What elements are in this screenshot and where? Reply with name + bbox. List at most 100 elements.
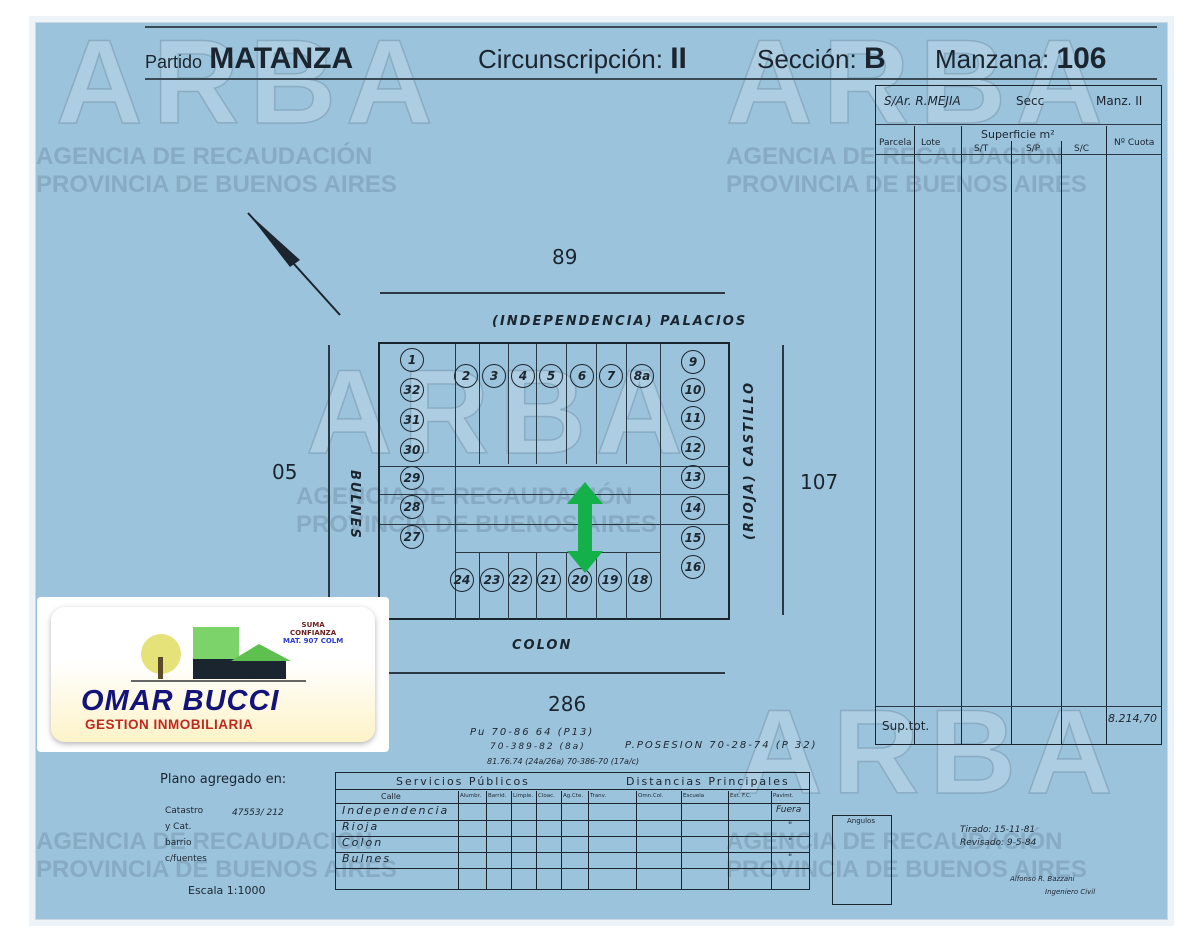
col-calle: Calle <box>381 792 401 801</box>
info-label: Catastro <box>165 806 204 816</box>
table-manz: Manz. II <box>1096 94 1143 108</box>
note: P.POSESION 70-28-74 (P 32) <box>625 740 818 751</box>
lot-number: 15 <box>681 526 705 550</box>
services-col-header: Ag.Cte. <box>563 793 584 799</box>
lot-number: 2 <box>454 364 478 388</box>
lot-number: 28 <box>400 495 424 519</box>
col-sp: S/P <box>1026 144 1041 154</box>
angles-title: Angulos <box>847 817 875 825</box>
lot-number: 13 <box>681 465 705 489</box>
services-col-header: Limpie. <box>513 793 534 799</box>
services-column-line <box>536 791 537 889</box>
lot-number: 31 <box>400 408 424 432</box>
info-label: barrio <box>165 838 192 848</box>
note: 70-389-82 (8a) <box>490 742 586 752</box>
lot-number: 9 <box>681 350 705 374</box>
lot-number: 30 <box>400 438 424 462</box>
neighbor-block-right: 107 <box>800 470 839 494</box>
header-circunscripcion: Circunscripción: II <box>478 42 687 75</box>
logo-slogan: CONFIANZA <box>290 629 337 637</box>
lot-number: 21 <box>537 568 561 592</box>
lot-number: 3 <box>482 364 506 388</box>
services-row-street: Rioja <box>342 820 380 833</box>
lot-number: 19 <box>598 568 622 592</box>
street-bottom: COLON <box>512 638 573 653</box>
services-col-header: Barrid. <box>488 793 507 799</box>
watermark-text: PROVINCIA DE BUENOS AIRES <box>726 856 1087 883</box>
services-col-header: Est. F.C. <box>730 793 752 799</box>
lot-number: 1 <box>400 348 424 372</box>
parcel-table: S/Ar. R.MEJIA Secc Manz. II Parcela Lote… <box>875 85 1162 745</box>
col-parcela: Parcela <box>879 138 912 148</box>
services-row-pavement: " <box>788 853 793 863</box>
services-column-line <box>681 791 682 889</box>
distances-title: Distancias Principales <box>626 775 790 788</box>
logo-slogan: SUMA <box>301 621 325 629</box>
table-secc: Secc <box>1016 94 1045 108</box>
neighbor-block-top: 89 <box>552 245 578 269</box>
note: 81.76.74 (24a/26a) 70-386-70 (17a/c) <box>487 757 640 766</box>
services-title: Servicios Públicos <box>396 775 530 788</box>
services-column-line <box>561 791 562 889</box>
neighbor-block-bottom: 286 <box>548 692 587 716</box>
logo-license: MAT. 907 COLM <box>283 637 344 645</box>
date-revised: Revisado: 9-5-84 <box>960 838 1037 848</box>
lot-number: 16 <box>681 555 705 579</box>
col-sc: S/C <box>1074 144 1090 154</box>
logo-house-tree-icon <box>131 627 306 682</box>
lot-number: 14 <box>681 496 705 520</box>
lot-number: 5 <box>539 364 563 388</box>
angles-box: Angulos <box>832 815 892 905</box>
services-col-header: Omn.Col. <box>638 793 664 799</box>
col-superficie: Superficie m² <box>981 128 1055 141</box>
services-row-pavement: " <box>788 821 793 831</box>
sup-tot-value: 8.214,70 <box>1108 712 1157 725</box>
watermark-text: AGENCIA DE RECAUDACIÓN <box>726 828 1063 855</box>
lot-number: 27 <box>400 525 424 549</box>
lot-number: 8a <box>630 364 654 388</box>
table-sa: S/Ar. R.MEJIA <box>884 94 961 108</box>
plano-agregado-label: Plano agregado en: <box>160 772 287 787</box>
lot-number: 32 <box>400 378 424 402</box>
col-st: S/T <box>974 144 989 154</box>
lot-number: 12 <box>681 436 705 460</box>
services-row-street: Independencia <box>342 804 450 817</box>
lot-number: 24 <box>450 568 474 592</box>
watermark-text: PROVINCIA DE BUENOS AIRES <box>36 856 397 883</box>
services-column-line <box>588 791 589 889</box>
services-col-header: Cloac. <box>538 793 555 799</box>
double-arrow-icon <box>567 482 603 573</box>
block-106 <box>378 342 730 620</box>
note: Pu 70-86 64 (P13) <box>470 727 595 738</box>
header-manzana: Manzana: 106 <box>935 42 1107 75</box>
surveyor-name: Alfonso R. Bazzani <box>1010 875 1075 883</box>
header-partido: Partido MATANZA <box>145 42 354 75</box>
info-label: c/fuentes <box>165 854 207 864</box>
services-col-header: Pavimt. <box>773 793 794 799</box>
lot-number: 6 <box>570 364 594 388</box>
header-seccion: Sección: B <box>757 42 886 75</box>
watermark-text: AGENCIA DE RECAUDACIÓN <box>36 143 373 170</box>
info-label: y Cat. <box>165 822 192 832</box>
watermark: ARBA <box>55 14 443 150</box>
scale-label: Escala 1:1000 <box>188 884 266 897</box>
services-column-line <box>458 791 459 889</box>
cadastral-plan: ARBA ARBA ARBA ARBA AGENCIA DE RECAUDACI… <box>35 14 1168 920</box>
services-table: Servicios Públicos Distancias Principale… <box>335 772 810 890</box>
street-right: (RIOJA) CASTILLO <box>742 380 757 540</box>
services-column-line <box>486 791 487 889</box>
col-cuota: Nº Cuota <box>1114 138 1155 148</box>
info-ref: 47553/ 212 <box>232 808 284 818</box>
watermark-text: AGENCIA DE RECAUDACIÓN <box>36 828 373 855</box>
sup-tot-label: Sup.tot. <box>882 719 930 733</box>
services-row-street: Colon <box>342 836 384 849</box>
watermark-text: AGENCIA DE RECAUDACIÓN <box>726 143 1063 170</box>
logo-subtitle: GESTION INMOBILIARIA <box>85 717 254 732</box>
services-row-pavement: Fuera <box>776 805 802 815</box>
lot-number: 10 <box>681 378 705 402</box>
services-column-line <box>728 791 729 889</box>
services-column-line <box>771 791 772 889</box>
street-top: (INDEPENDENCIA) PALACIOS <box>492 314 748 329</box>
col-lote: Lote <box>921 138 941 148</box>
